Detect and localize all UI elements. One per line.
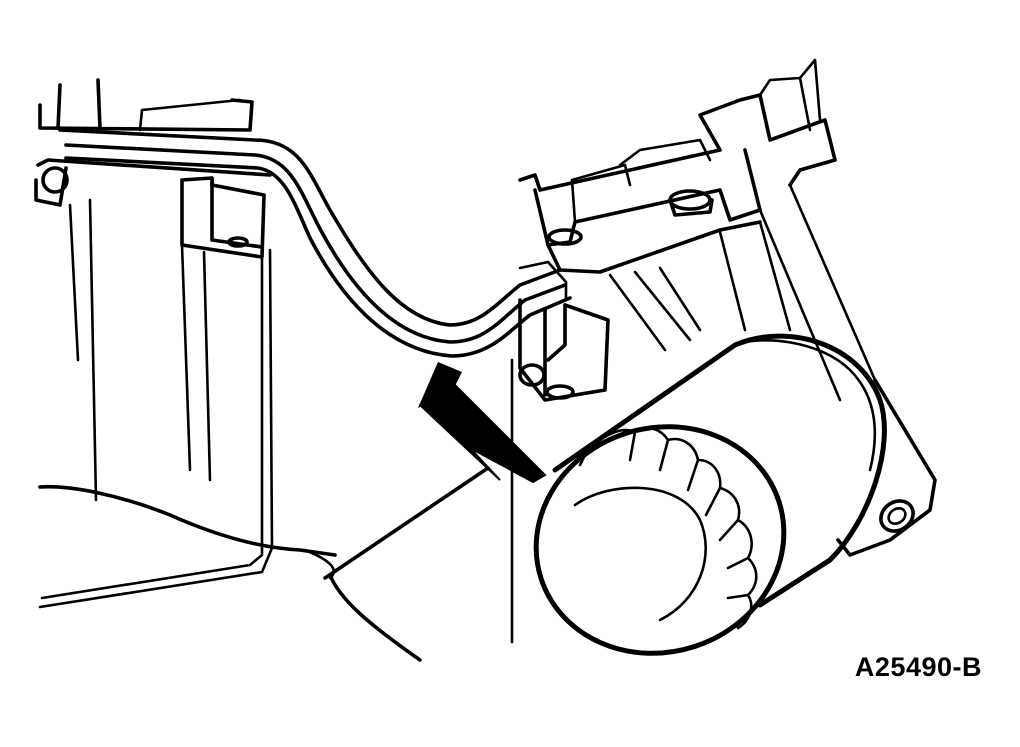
oil-filter <box>533 333 887 656</box>
figure-id-label: A25490-B <box>854 652 982 682</box>
mounting-bracket <box>510 298 610 644</box>
engine-block <box>34 78 490 662</box>
oil-line-tube <box>58 128 572 358</box>
arrow-icon <box>418 362 547 484</box>
filter-adapter-housing <box>518 58 937 557</box>
